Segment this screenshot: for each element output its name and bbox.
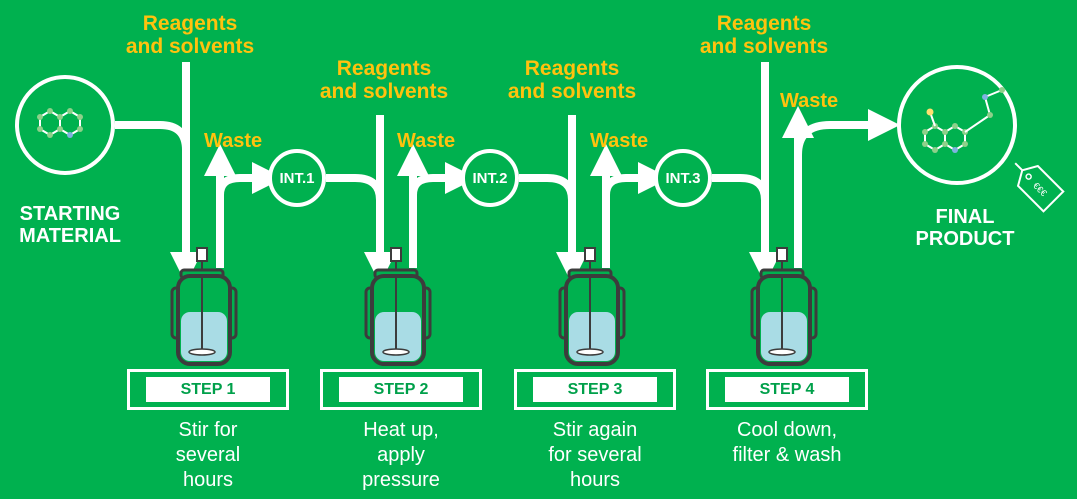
reagents-label-1-line2: and solvents (125, 35, 255, 58)
intermediate-feed-3 (712, 174, 769, 201)
step-2-desc-line2: apply (377, 444, 425, 466)
final-product-line2: PRODUCT (915, 228, 1015, 250)
step-box-3: STEP 3 (514, 369, 676, 410)
step-description-4: Cool down, filter & wash (702, 418, 872, 468)
step-4-desc-line1: Cool down, (736, 419, 838, 441)
reagents-label-1-line1: Reagents (142, 12, 238, 35)
step-1-desc-line1: Stir for (178, 419, 238, 441)
starting-material-line1: STARTING (19, 203, 121, 225)
reactor-vessel-2 (364, 246, 432, 366)
reagents-label-3: Reagents and solvents (482, 57, 662, 103)
step-3-desc-line2: for several (548, 444, 642, 466)
output-line-2 (409, 162, 477, 210)
step-description-3: Stir again for several hours (510, 418, 680, 493)
waste-label-3: Waste (590, 130, 649, 152)
waste-label-2: Waste (397, 130, 456, 152)
step-label-1: STEP 1 (146, 377, 270, 402)
step-3-desc-line3: hours (569, 469, 621, 491)
intermediate-label-3: INT.3 (665, 170, 700, 187)
reagents-label-2: Reagents and solvents (294, 57, 474, 103)
output-line-4 (794, 109, 900, 210)
intermediate-circle-1 (268, 149, 326, 207)
starting-material-feed (115, 121, 190, 151)
reagents-label-2-line2: and solvents (319, 80, 449, 103)
step-4-desc-line2: filter & wash (732, 444, 842, 466)
starting-material-line2: MATERIAL (19, 225, 121, 247)
step-1-desc-line3: hours (182, 469, 234, 491)
step-description-2: Heat up, apply pressure (316, 418, 486, 493)
reagents-label-3-line1: Reagents (524, 57, 620, 80)
waste-label-4: Waste (780, 90, 839, 112)
intermediate-circle-3 (654, 149, 712, 207)
output-line-1 (216, 162, 284, 210)
reagents-label-4-line2: and solvents (699, 35, 829, 58)
reactor-vessel-1 (170, 246, 238, 366)
step-label-4: STEP 4 (725, 377, 849, 402)
waste-label-1: Waste (204, 130, 263, 152)
intermediate-feed-1 (326, 174, 384, 201)
reagents-label-4: Reagents and solvents (674, 12, 854, 58)
step-box-1: STEP 1 (127, 369, 289, 410)
reagents-label-3-line2: and solvents (507, 80, 637, 103)
price-tag-icon: €€€ (1014, 162, 1065, 213)
step-label-3: STEP 3 (533, 377, 657, 402)
step-box-4: STEP 4 (706, 369, 868, 410)
final-product-line1: FINAL (935, 206, 995, 228)
step-2-desc-line1: Heat up, (363, 419, 439, 441)
intermediate-feed-2 (519, 174, 576, 201)
intermediate-circle-2 (461, 149, 519, 207)
reagents-label-1: Reagents and solvents (100, 12, 280, 58)
intermediate-label-1: INT.1 (279, 170, 314, 187)
starting-material-label: STARTING MATERIAL (0, 203, 140, 247)
step-3-desc-line1: Stir again (552, 419, 638, 441)
final-product-label: FINAL PRODUCT (905, 206, 1025, 250)
step-1-desc-line2: several (175, 444, 241, 466)
intermediate-label-2: INT.2 (472, 170, 507, 187)
final-product-molecule-icon (921, 87, 1005, 154)
reagents-label-2-line1: Reagents (336, 57, 432, 80)
step-box-2: STEP 2 (320, 369, 482, 410)
reagents-label-4-line1: Reagents (716, 12, 812, 35)
starting-material-circle (15, 75, 115, 175)
output-line-3 (602, 162, 670, 210)
step-description-1: Stir for several hours (123, 418, 293, 493)
step-label-2: STEP 2 (339, 377, 463, 402)
step-2-desc-line3: pressure (362, 469, 440, 491)
